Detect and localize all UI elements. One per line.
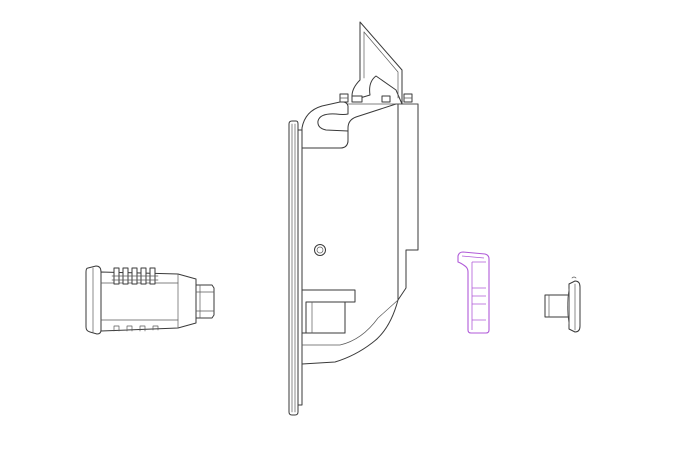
- top-screws: [339, 93, 413, 103]
- lock-cylinder: [85, 265, 215, 335]
- latch-pawl: [457, 251, 490, 334]
- pin-head: [568, 280, 581, 333]
- slide-insert: [305, 301, 346, 334]
- mounting-plate: [288, 120, 299, 416]
- cylinder-tailpiece: [195, 284, 215, 319]
- latch-hook: [301, 101, 349, 149]
- pin-shaft: [544, 294, 570, 318]
- latch-body: [288, 21, 419, 416]
- plunger-pin: [544, 276, 581, 333]
- cylinder-flange: [85, 265, 102, 335]
- cam-blade: [351, 21, 403, 105]
- plate-backer: [297, 129, 303, 406]
- pawl-outline: [457, 251, 490, 334]
- cylinder-tumblers: [111, 267, 159, 285]
- cylinder-grooves: [113, 325, 159, 332]
- pivot-hole: [314, 244, 326, 256]
